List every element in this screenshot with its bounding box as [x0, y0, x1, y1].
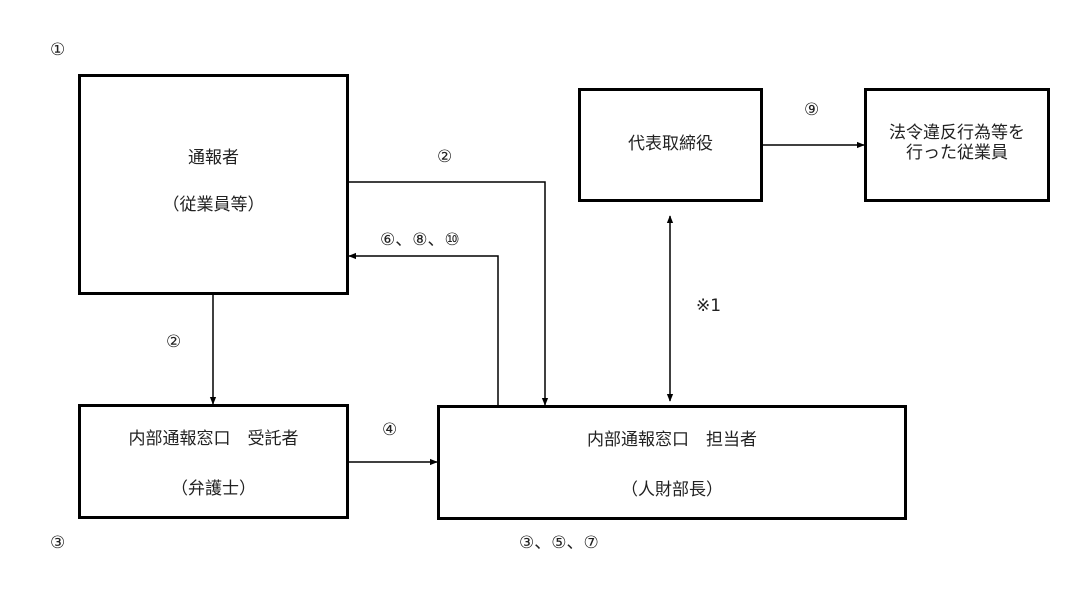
- label-ceo-to-violator: ⑨: [804, 100, 820, 120]
- label-internal-to-reporter: ⑥、⑧、⑩: [380, 230, 460, 250]
- label-reporter-to-outside: ②: [166, 332, 182, 352]
- reporter-box: 通報者 （従業員等）: [78, 74, 349, 295]
- arrow-internal-desk-to-reporter: [348, 252, 499, 405]
- label-outside-to-internal: ④: [382, 420, 398, 440]
- outside-desk-box: 内部通報窓口 受託者 （弁護士）: [78, 404, 349, 519]
- internal-desk-title: 内部通報窓口 担当者: [587, 430, 757, 450]
- step-marker-3: ③: [50, 533, 66, 553]
- label-ceo-internal: ※1: [696, 296, 722, 316]
- outside-desk-title: 内部通報窓口 受託者: [128, 429, 299, 449]
- reporter-subtitle: （従業員等）: [162, 195, 265, 215]
- label-reporter-to-internal: ②: [437, 147, 453, 167]
- internal-desk-subtitle: （人財部長）: [621, 480, 723, 500]
- violator-title: 法令違反行為等を行った従業員: [889, 123, 1025, 164]
- outside-desk-subtitle: （弁護士）: [171, 479, 256, 499]
- ceo-box: 代表取締役: [578, 88, 763, 202]
- label-internal-actions: ③、⑤、⑦: [519, 533, 599, 553]
- step-marker-1: ①: [50, 40, 66, 60]
- internal-desk-box: 内部通報窓口 担当者 （人財部長）: [437, 405, 907, 520]
- reporter-title: 通報者: [188, 148, 239, 168]
- violator-box: 法令違反行為等を行った従業員: [864, 88, 1050, 202]
- arrow-reporter-to-internal-desk: [348, 181, 549, 406]
- ceo-title: 代表取締役: [628, 134, 713, 154]
